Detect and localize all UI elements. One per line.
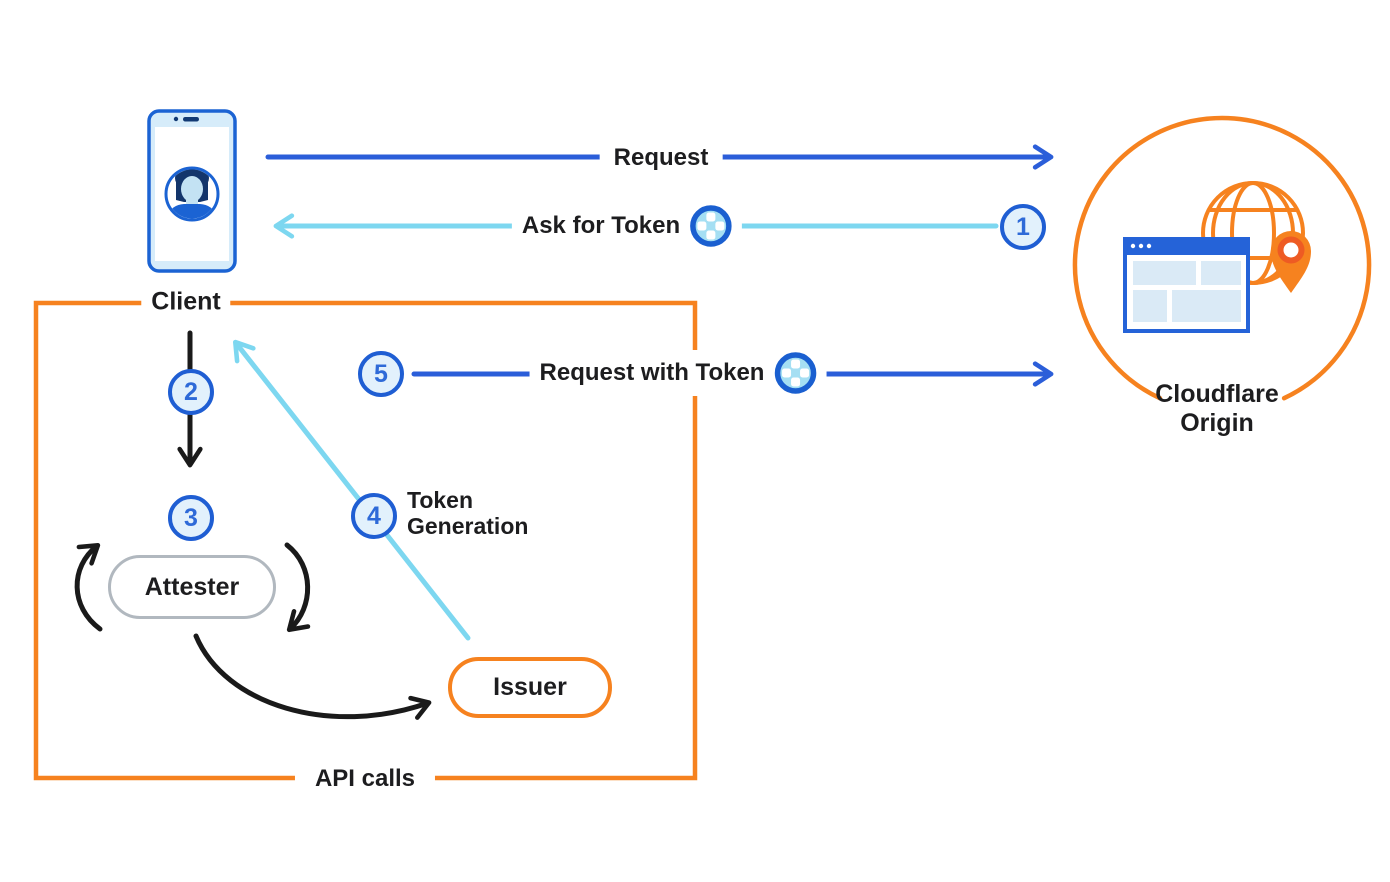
- step-badge-3: 3: [168, 495, 214, 541]
- browser-window-icon: [1123, 237, 1250, 333]
- token-generation-arrow: [233, 339, 471, 641]
- ask-for-token-label: Ask for Token: [521, 212, 681, 239]
- client-device-icon: [147, 109, 237, 273]
- attester-to-issuer-arrow: [193, 633, 432, 720]
- request-label: Request: [599, 142, 723, 174]
- issuer-label: Issuer: [493, 673, 567, 701]
- token-icon: [774, 352, 817, 394]
- attester-loop-left-arrow: [74, 543, 103, 632]
- issuer-node: Issuer: [448, 657, 612, 718]
- token-generation-label: Token Generation: [407, 487, 528, 539]
- attester-label: Attester: [144, 572, 240, 601]
- cloudflare-origin-icon: [1072, 115, 1372, 401]
- cloudflare-origin-label-line2: Origin: [1180, 409, 1254, 437]
- ask-for-token-label-group: Ask for Token: [511, 203, 743, 249]
- request-with-token-label: Request with Token: [539, 359, 765, 386]
- token-generation-label-line2: Generation: [407, 513, 529, 539]
- token-generation-label-line1: Token: [407, 487, 474, 513]
- api-calls-label: API calls: [294, 763, 436, 795]
- client-label: Client: [141, 285, 231, 319]
- attester-loop-right-arrow: [284, 542, 311, 633]
- location-pin-icon: [1271, 231, 1311, 293]
- step-badge-1: 1: [1000, 204, 1046, 250]
- cloudflare-origin-label: Cloudflare Origin: [1155, 380, 1279, 438]
- user-avatar-icon: [164, 166, 220, 222]
- step-badge-4: 4: [351, 493, 397, 539]
- attester-node: Attester: [108, 555, 276, 619]
- cloudflare-origin-label-line1: Cloudflare: [1155, 380, 1279, 408]
- token-icon: [690, 205, 732, 247]
- step-badge-2: 2: [168, 369, 214, 415]
- step-badge-5: 5: [358, 351, 404, 397]
- request-with-token-label-group: Request with Token: [529, 350, 827, 396]
